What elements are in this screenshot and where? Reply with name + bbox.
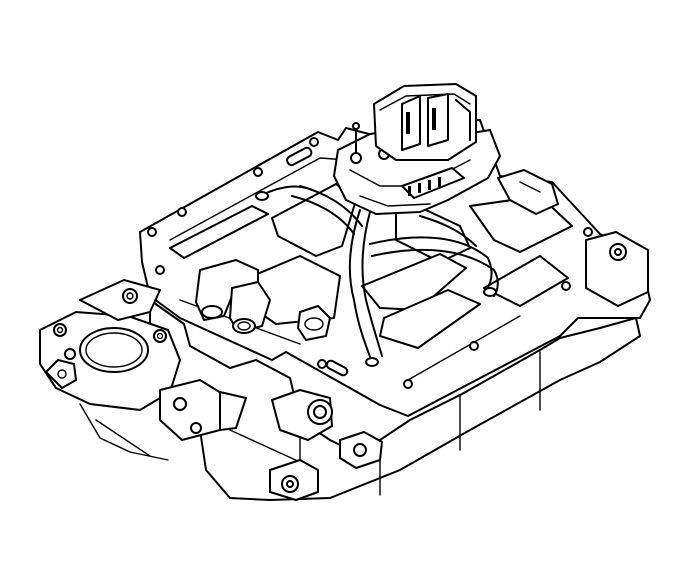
- rear-plenum-details: [497, 169, 559, 215]
- bolt-hole: [317, 359, 327, 369]
- right-mounting-tab: [585, 231, 649, 307]
- bolt-hole: [155, 265, 165, 275]
- bolt-hole: [253, 167, 263, 177]
- electrical-connector: [373, 83, 477, 161]
- bolt-hole: [561, 281, 571, 291]
- coolant-elbow-fittings: [195, 259, 271, 334]
- bolt-hole: [469, 341, 479, 351]
- bolt-hole: [309, 137, 319, 147]
- bolt-hole: [583, 227, 593, 237]
- flange-slots: [286, 146, 349, 377]
- vacuum-hoses: [255, 185, 499, 367]
- vacuum-port-fitting: [271, 305, 333, 441]
- left-lower-brackets: [79, 279, 247, 461]
- thermostat-housing: [39, 311, 181, 411]
- lower-manifold-body: [149, 299, 641, 501]
- bolt-hole: [147, 227, 157, 237]
- bottom-mounting-boss: [269, 431, 383, 501]
- bolt-hole: [403, 379, 413, 389]
- bolt-hole: [177, 207, 187, 217]
